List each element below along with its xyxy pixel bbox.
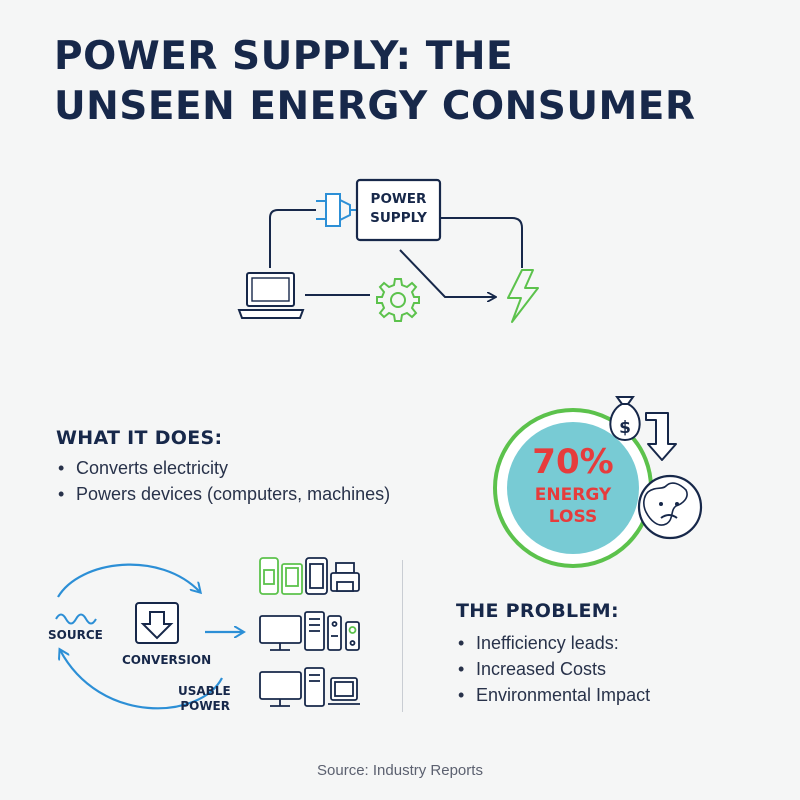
page-title: POWER SUPPLY: THE UNSEEN ENERGY CONSUMER: [54, 32, 695, 132]
list-item: Converts electricity: [56, 455, 390, 481]
printer-icon: [330, 562, 360, 592]
lightning-icon: [507, 269, 539, 323]
circuit-diagonal-arrow: [399, 249, 495, 297]
power-supply-box: [355, 178, 442, 242]
laptop-icon: [237, 272, 305, 319]
stat-label: ENERGY LOSS: [500, 484, 646, 528]
phone-icon: [259, 557, 279, 595]
svg-text:$: $: [619, 418, 631, 438]
loss-arrow-icon: [645, 412, 677, 461]
tower-icon: [304, 611, 325, 651]
source-footnote: Source: Industry Reports: [317, 762, 483, 779]
list-item: Increased Costs: [456, 656, 650, 682]
section-divider: [402, 560, 403, 712]
energy-loss-badge: [493, 408, 653, 568]
earth-icon: [637, 474, 703, 540]
plug-icon: [316, 193, 357, 227]
wave-icon: [55, 613, 97, 625]
download-icon: [135, 602, 179, 644]
conversion-label: CONVERSION: [122, 653, 212, 667]
smartphone-icon: [305, 557, 328, 595]
gear-icon: [376, 278, 420, 322]
source-label: SOURCE: [48, 628, 103, 642]
power-supply-label-line-1: POWER: [370, 191, 427, 207]
monitor-icon: [259, 615, 302, 651]
problem-heading: THE PROBLEM:: [456, 600, 619, 622]
list-item: Powers devices (computers, machines): [56, 481, 390, 507]
cycle-arrow-bottom: [60, 650, 223, 710]
stat-label-line-2: LOSS: [548, 507, 598, 527]
usable-power-line-1: USABLE: [178, 684, 231, 698]
conversion-cycle: [57, 563, 243, 710]
title-line-2: UNSEEN ENERGY CONSUMER: [54, 84, 696, 129]
monitor-icon-2: [259, 671, 302, 707]
power-supply-label: POWER SUPPLY: [357, 190, 440, 228]
power-flow-diagram: [269, 209, 523, 297]
title-line-1: POWER SUPPLY: THE: [54, 34, 514, 79]
circuit-wire-left: [269, 209, 316, 268]
power-supply-label-line-2: SUPPLY: [370, 210, 427, 226]
tablet-icon: [281, 563, 303, 595]
drive-icon: [327, 615, 342, 651]
tower-icon-2: [304, 667, 325, 707]
usable-power-label: USABLE POWER: [178, 684, 231, 714]
circuit-wire-right: [440, 217, 523, 268]
usable-power-line-2: POWER: [180, 699, 230, 713]
laptop-icon-small: [328, 677, 360, 705]
list-item: Inefficiency leads:: [456, 630, 650, 656]
list-item: Environmental Impact: [456, 682, 650, 708]
money-bag-icon: $: [609, 396, 641, 442]
cycle-arrow-top: [57, 563, 200, 598]
device-grid: [259, 557, 360, 707]
speaker-icon: [345, 621, 360, 651]
what-it-does-list: Converts electricity Powers devices (com…: [56, 455, 390, 507]
stat-value: 70%: [532, 442, 614, 482]
problem-list: Inefficiency leads: Increased Costs Envi…: [456, 630, 650, 708]
what-it-does-heading: WHAT IT DOES:: [56, 427, 223, 449]
stat-label-line-1: ENERGY: [534, 485, 612, 505]
